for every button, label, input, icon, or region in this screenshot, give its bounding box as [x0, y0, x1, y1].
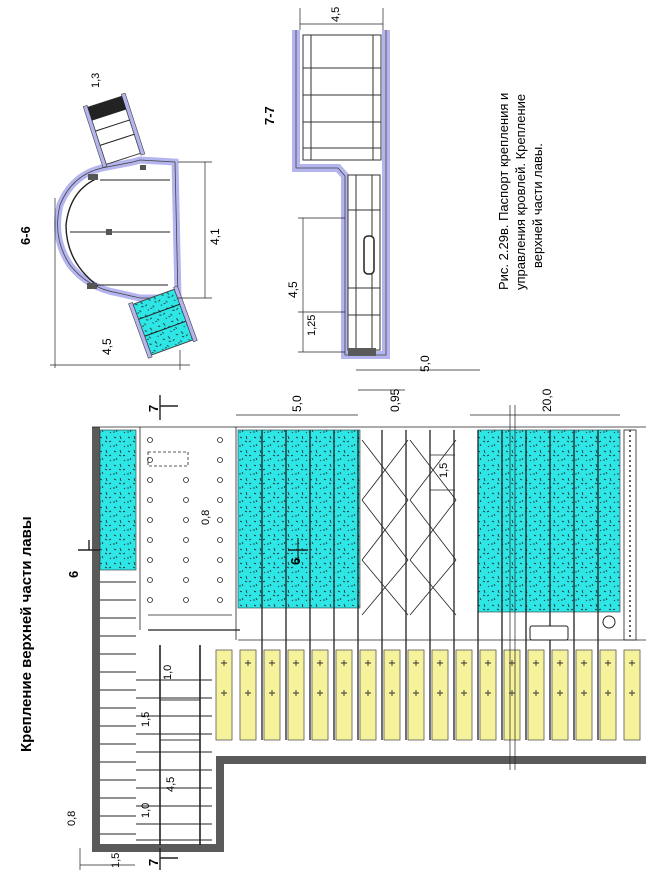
- dim-5-0-plan: 5,0: [290, 395, 304, 412]
- main-title: Крепление верхней части лавы: [18, 516, 35, 752]
- dim-20-0: 20,0: [540, 388, 554, 412]
- section-7-7: [292, 8, 480, 371]
- dim-1-3: 1,3: [90, 72, 102, 88]
- dim-1-5-plan: 1,5: [438, 462, 450, 478]
- dim-4-5-section77: 4,5: [286, 281, 300, 298]
- vertical-props: [261, 430, 599, 740]
- dim-4-5-b: 4,5: [165, 776, 177, 792]
- support-sections: [215, 649, 641, 741]
- left-bolt-bars: [100, 581, 136, 835]
- figure-caption-line2: управления кровлей. Крепление: [513, 93, 528, 290]
- drift-rails: [136, 645, 212, 845]
- section-mark-6-left: 6: [66, 570, 81, 578]
- prop-circles: [147, 437, 223, 603]
- dim-4-1: 4,1: [208, 228, 222, 245]
- dim-4-5-arch: 4,5: [100, 338, 114, 355]
- dim-0-8-plan: 0,8: [200, 509, 212, 525]
- figure-caption-line3: верхней части лавы.: [530, 143, 545, 268]
- dim-1-0-b: 1,0: [140, 802, 152, 818]
- dim-1-5-c: 1,5: [110, 852, 122, 868]
- dim-4-5-top: 4,5: [330, 6, 342, 22]
- figure-caption-line1: Рис. 2.29в. Паспорт крепления и: [496, 92, 511, 290]
- dim-1-25: 1,25: [306, 314, 318, 336]
- dim-5-0-section77: 5,0: [418, 355, 432, 372]
- dim-1-5-b: 1,5: [140, 711, 152, 727]
- dim-1-0-a: 1,0: [162, 664, 174, 680]
- dim-0-95: 0,95: [388, 388, 402, 412]
- chain-strip: [602, 429, 637, 641]
- section-6-6: [50, 92, 212, 370]
- plus-marks: [221, 660, 635, 696]
- cribbing: [361, 439, 457, 616]
- section-label-7-7: 7-7: [262, 106, 277, 125]
- section-label-6-6: 6-6: [18, 226, 33, 245]
- section-mark-6-center: 6: [288, 557, 303, 565]
- dim-0-8-b: 0,8: [66, 810, 78, 826]
- section-mark-7-top: 7: [146, 404, 161, 412]
- section-mark-7-bottom: 7: [146, 858, 161, 866]
- plan-view: [78, 389, 646, 870]
